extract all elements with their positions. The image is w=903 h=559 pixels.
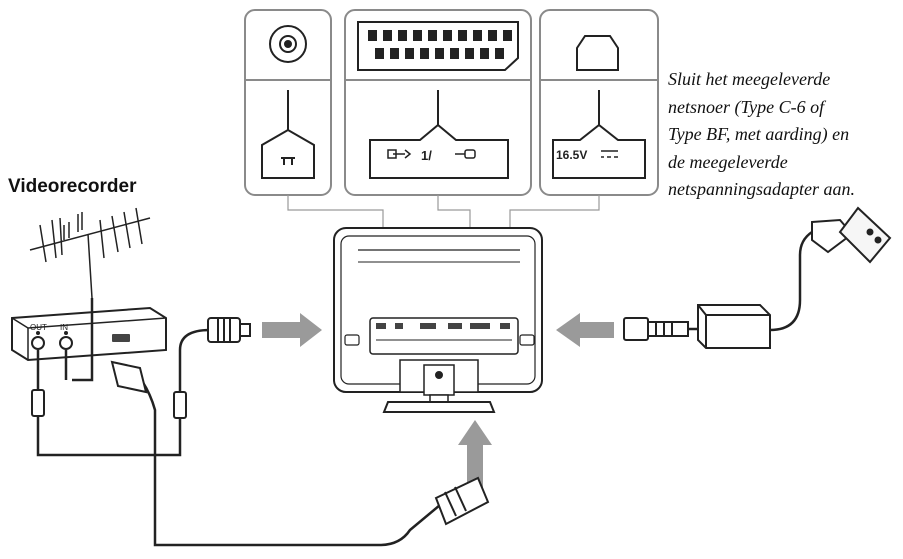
caption-line: Type BF, met aarding) en — [668, 124, 850, 144]
power-port-label — [552, 90, 646, 179]
antenna-icon — [29, 207, 151, 299]
arrow-icon — [262, 313, 614, 488]
vcr-icon — [11, 306, 167, 362]
scart-port-text: 1/ — [421, 148, 432, 163]
caption-line: de meegeleverde — [668, 151, 788, 172]
scart-plug-icon — [110, 360, 490, 526]
connection-instructions: Sluit het meegeleverde netsnoer (Type C-… — [668, 66, 900, 204]
vcr-out-label: OUT — [30, 323, 47, 332]
antenna-port-label — [261, 90, 315, 179]
cables — [36, 298, 441, 547]
scart-port-label — [369, 90, 509, 179]
vcr-title: Videorecorder — [8, 176, 137, 197]
scart-connector-icon — [357, 21, 519, 71]
caption-line: Sluit het meegeleverde — [668, 69, 831, 89]
dc-connector-icon — [576, 35, 619, 71]
power-port-text: 16.5V — [556, 148, 587, 162]
caption-line: netsnoer (Type C-6 of — [668, 96, 825, 117]
coax-plug-icon — [207, 317, 251, 343]
plug-icon — [811, 206, 892, 264]
caption-line: netspanningsadapter aan. — [668, 179, 855, 199]
vcr-in-label: IN — [60, 323, 68, 332]
cable-ferrites — [31, 389, 187, 419]
power-adapter-icon — [623, 304, 771, 349]
adapter-cables — [688, 230, 813, 332]
coax-connector-icon — [269, 25, 307, 63]
tv-icon — [333, 227, 543, 413]
